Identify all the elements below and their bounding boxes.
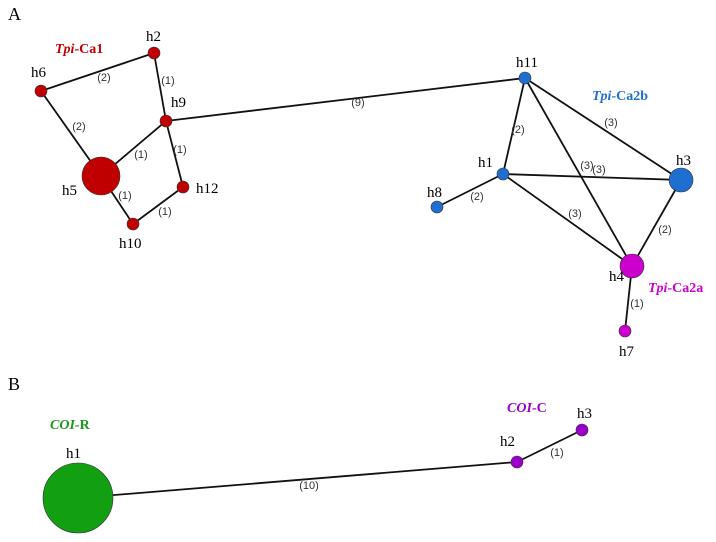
haplotype-label: h5 <box>62 183 77 199</box>
edge-h6-h2 <box>40 52 155 92</box>
haplotype-label: h6 <box>31 65 47 81</box>
haplotype-label: h1 <box>478 155 493 171</box>
haplotype-node-h5 <box>81 156 121 196</box>
group-label-italic: Tpi <box>648 281 668 296</box>
edge-h1-h4 <box>502 173 633 267</box>
haplotype-node-b_h3 <box>575 423 589 437</box>
edge-weight-label: (10) <box>299 480 319 492</box>
panel-b-label: B <box>8 374 20 394</box>
group-label: Tpi-Ca2a <box>648 281 703 296</box>
haplotype-node-h10 <box>126 217 140 231</box>
edge-weight-label: (2) <box>470 191 483 203</box>
edge-weight-label: (1) <box>550 447 563 459</box>
group-label-italic: Tpi <box>592 89 612 104</box>
edge-b_h2-b_h3 <box>516 429 583 463</box>
group-label: Tpi-Ca2b <box>592 89 648 104</box>
haplotype-label: h3 <box>577 406 592 422</box>
panel-a-label: A <box>8 4 21 24</box>
edge-weight-label: (1) <box>161 75 174 87</box>
group-label-suffix: -C <box>532 401 547 416</box>
group-label-suffix: -R <box>75 418 91 433</box>
edge-weight-label: (1) <box>158 206 171 218</box>
edge-weight-label: (3) <box>604 117 617 129</box>
edge-weight-label: (3) <box>592 164 605 176</box>
edge-h9-h11 <box>165 77 526 122</box>
edge-h11-h3 <box>524 77 682 181</box>
group-label: COI-R <box>50 418 91 433</box>
edge-h11-h1 <box>502 77 526 175</box>
edge-weight-label: (3) <box>568 208 581 220</box>
group-label-italic: COI <box>507 401 532 416</box>
haplotype-label: h11 <box>516 55 538 71</box>
haplotype-node-h2 <box>147 46 161 60</box>
edge-weight-label: (1) <box>173 144 186 156</box>
haplotype-label: h10 <box>119 236 142 252</box>
edge-weight-label: (2) <box>97 72 110 84</box>
edge-b_h1-b_h2 <box>77 461 518 499</box>
edge-weight-label: (1) <box>134 149 147 161</box>
haplotype-label: h12 <box>196 181 219 197</box>
haplotype-node-h11 <box>518 71 532 85</box>
edge-h1-h8 <box>436 173 504 208</box>
edge-weight-label: (1) <box>630 298 643 310</box>
panel-a-tpi-network: A (2)(1)(2)(1)(1)(1)(1)(9)(2)(3)(3)(3)(3… <box>8 4 703 360</box>
edge-h11-h4 <box>524 77 633 267</box>
haplotype-node-h7 <box>618 324 632 338</box>
haplotype-label: h8 <box>427 185 442 201</box>
edge-h1-h3 <box>502 173 682 181</box>
edge-weight-label: (3) <box>580 160 593 172</box>
haplotype-node-h4 <box>619 253 645 279</box>
haplotype-label: h4 <box>609 269 625 285</box>
haplotype-node-h12 <box>176 180 190 194</box>
haplotype-node-b_h2 <box>510 455 524 469</box>
haplotype-node-h1 <box>496 167 510 181</box>
group-label: Tpi-Ca1 <box>55 42 103 57</box>
panel-b-edges: (10) (1) <box>77 429 583 499</box>
edge-h10-h12 <box>132 186 184 225</box>
edge-h2-h9 <box>153 52 167 122</box>
edge-weight-label: (2) <box>72 121 85 133</box>
edge-weight-label: (1) <box>118 190 131 202</box>
haplotype-node-h9 <box>159 114 173 128</box>
panel-b-nodes: h1 h2 h3 <box>42 406 592 534</box>
group-label-suffix: -Ca2b <box>611 89 648 104</box>
edge-weight-label: (9) <box>351 97 364 109</box>
haplotype-label: h7 <box>619 344 635 360</box>
group-label-suffix: -Ca1 <box>74 42 103 57</box>
edge-weight-label: (2) <box>511 124 524 136</box>
haplotype-node-h8 <box>430 200 444 214</box>
haplotype-label: h3 <box>676 153 691 169</box>
edge-weight-label: (2) <box>658 224 671 236</box>
haplotype-label: h2 <box>146 29 161 45</box>
haplotype-label: h1 <box>66 446 81 462</box>
group-label-italic: COI <box>50 418 75 433</box>
haplotype-label: h9 <box>171 95 186 111</box>
group-label: COI-C <box>507 401 547 416</box>
panel-a-edges: (2)(1)(2)(1)(1)(1)(1)(9)(2)(3)(3)(3)(3)(… <box>40 52 682 332</box>
edge-h3-h4 <box>631 179 682 267</box>
haplotype-node-h3 <box>668 167 694 193</box>
group-label-italic: Tpi <box>55 42 75 57</box>
haplotype-node-h6 <box>34 84 48 98</box>
panel-a-nodes: h2 h6 h9 h5 h12 h10 h11 h1 h8 h3 h4 h7 <box>31 29 694 360</box>
haplotype-node-b_h1 <box>42 462 114 534</box>
group-label-suffix: -Ca2a <box>667 281 703 296</box>
haplotype-label: h2 <box>500 434 515 450</box>
edge-h9-h12 <box>165 120 184 188</box>
